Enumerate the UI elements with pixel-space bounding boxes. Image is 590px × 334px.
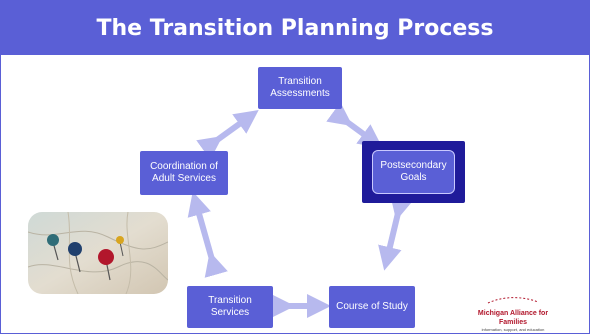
michigan-alliance-logo: Michigan Alliance for Families informati… [463, 291, 563, 332]
logo-swoosh-icon [487, 297, 539, 304]
node-postsecondary-goals: Postsecondary Goals [362, 141, 465, 203]
node-coordination-adult-services: Coordination of Adult Services [140, 151, 228, 195]
arrow-adult-assessments [196, 109, 259, 160]
logo-tagline: information, support, and education [481, 327, 545, 332]
logo-name: Michigan Alliance for Families [477, 310, 549, 326]
node-course-of-study: Course of Study [329, 286, 415, 328]
slide-title: The Transition Planning Process [1, 1, 589, 55]
arrow-services-adult [187, 191, 228, 278]
node-transition-assessments: Transition Assessments [258, 67, 342, 109]
map-pins-photo [28, 212, 168, 294]
arrow-goals-study [378, 194, 414, 271]
arrow-assessments-goals [326, 102, 383, 149]
node-transition-services: Transition Services [187, 286, 273, 328]
node-postsecondary-goals-label: Postsecondary Goals [372, 150, 455, 194]
